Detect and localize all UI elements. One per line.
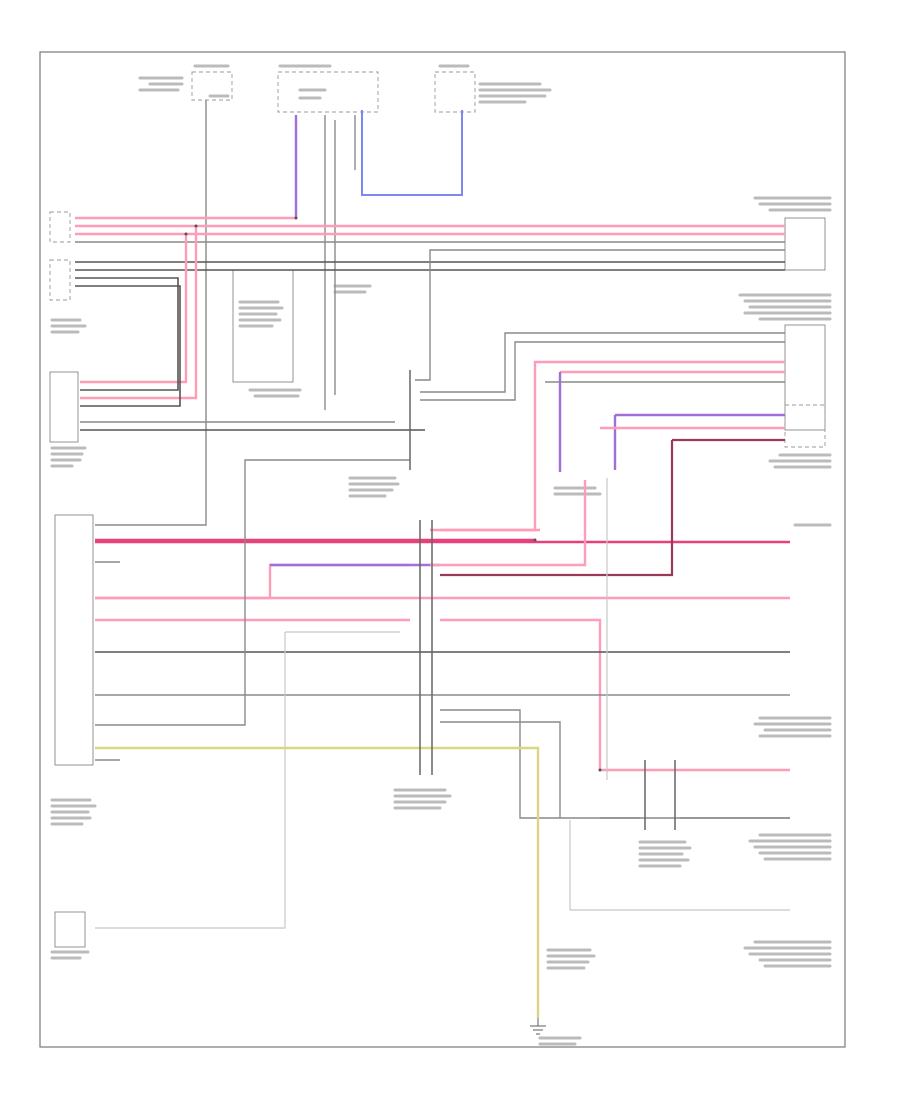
top-sources (138, 64, 552, 113)
connection-dots (184, 216, 602, 772)
junction-bars (409, 370, 676, 830)
ground-icon (530, 1018, 546, 1035)
diagram-frame (39, 51, 846, 1048)
center-components (232, 269, 692, 1046)
wires (75, 100, 790, 1018)
right-components (738, 196, 832, 968)
left-connectors (49, 211, 97, 960)
